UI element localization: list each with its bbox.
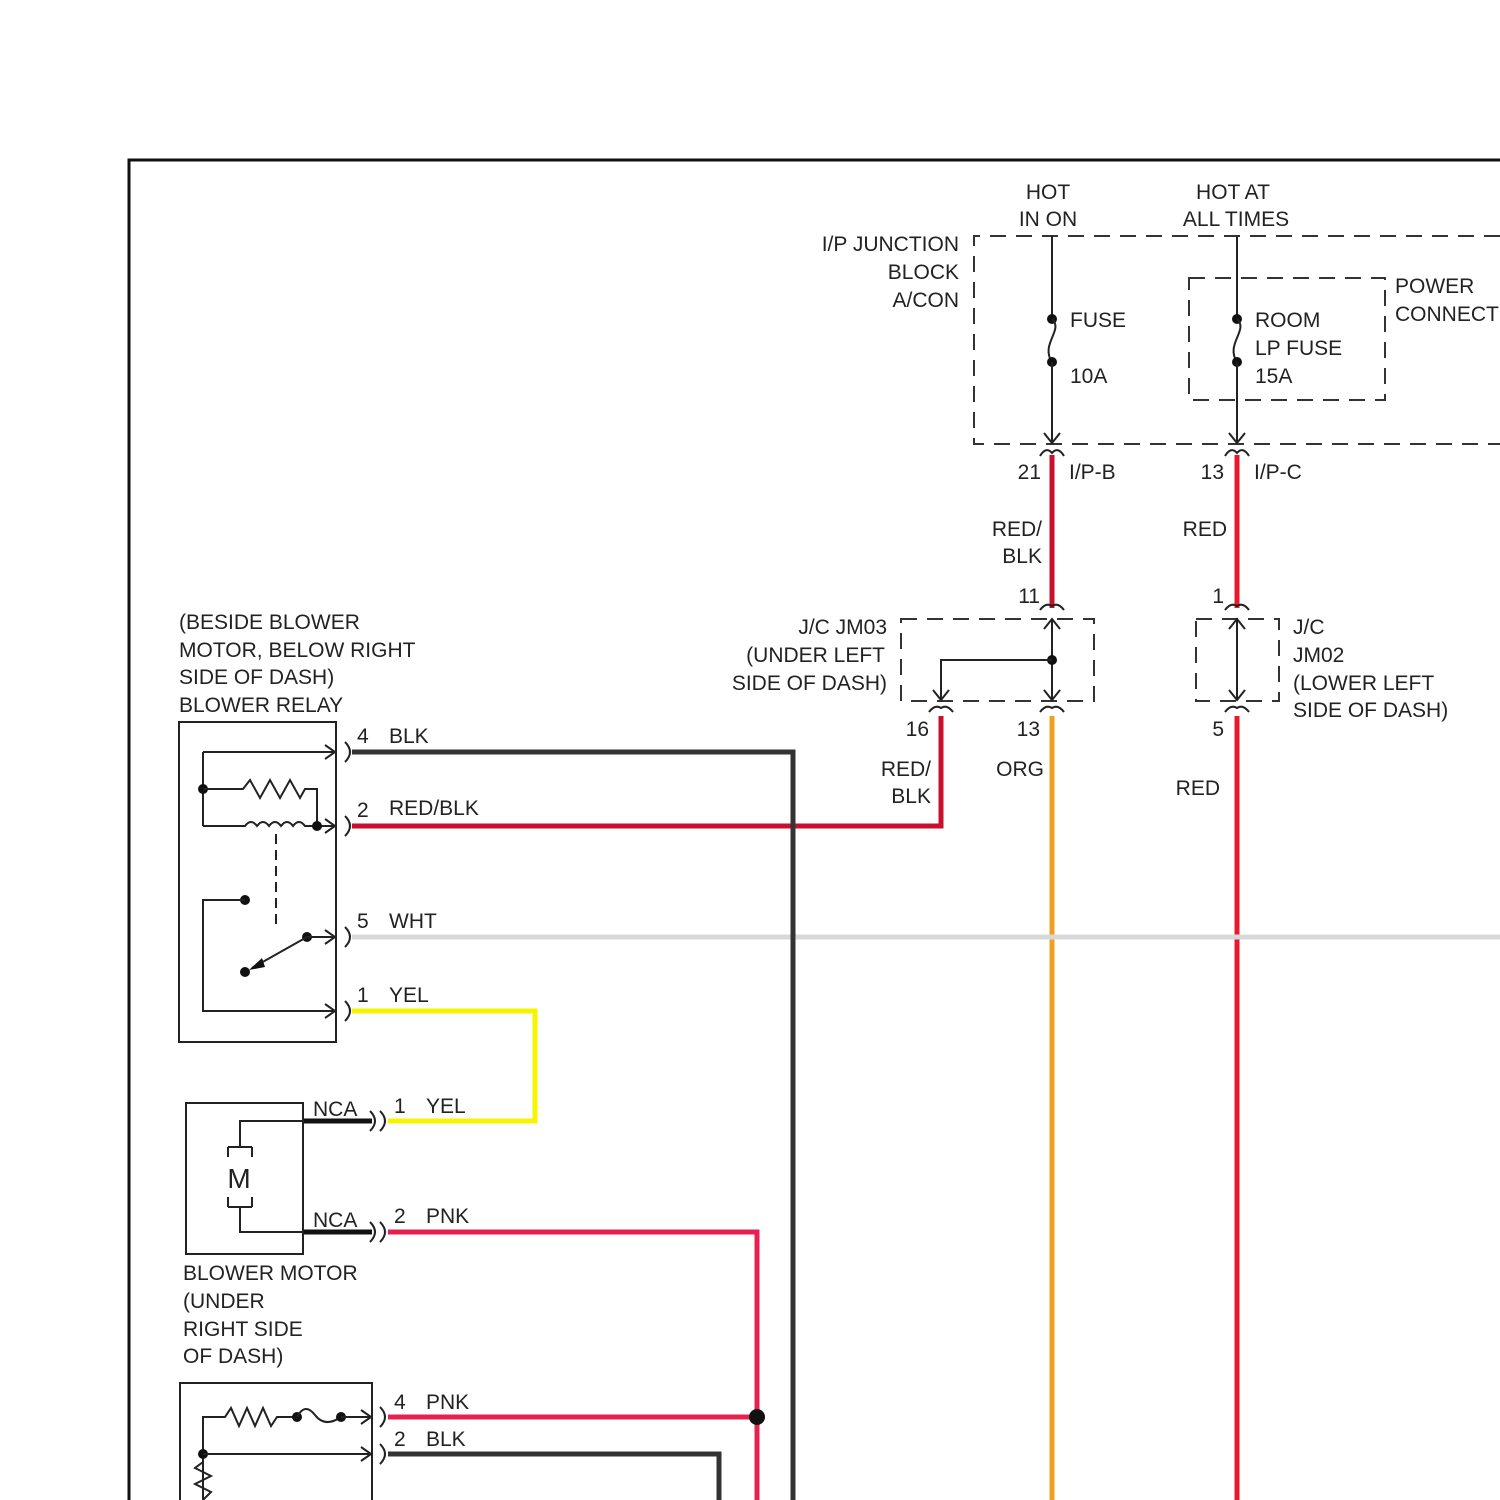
- blower-relay-label-1: (BESIDE BLOWER: [179, 611, 360, 634]
- power-connector-label-2: CONNECT: [1395, 303, 1499, 326]
- wire-label-red-blk-top-1: RED/: [992, 518, 1042, 541]
- resistor-block-box: [180, 1383, 372, 1500]
- resistor-pin-2: 2: [394, 1428, 406, 1451]
- wire-blk-relay: [352, 752, 793, 1500]
- hot-at-all-times-label-1: HOT AT: [1196, 181, 1270, 204]
- page-frame: [129, 160, 1500, 1500]
- wire-label-red-blk-left-1: RED/: [881, 758, 931, 781]
- wire-pnk-motor: [388, 1232, 757, 1500]
- wire-blk-resistor: [388, 1454, 719, 1500]
- ipb-pin: 21: [1018, 461, 1041, 484]
- jm02-pin-in: 1: [1212, 585, 1224, 608]
- jm03-pin-in: 11: [1018, 585, 1040, 608]
- blower-relay-label-2: MOTOR, BELOW RIGHT: [179, 639, 416, 662]
- jm03-pin-out-right: 13: [1017, 718, 1040, 741]
- ipc-name: I/P-C: [1254, 461, 1302, 484]
- blower-motor-label-3: RIGHT SIDE: [183, 1318, 303, 1341]
- motor-symbol-letter: M: [227, 1163, 250, 1194]
- jm02-label-3: (LOWER LEFT: [1293, 672, 1434, 695]
- ipb-name: I/P-B: [1069, 461, 1116, 484]
- wire-label-red-blk-left-2: BLK: [891, 785, 931, 808]
- jm02-label-2: JM02: [1293, 644, 1344, 667]
- motor-nca-1: NCA: [313, 1098, 357, 1121]
- resistor-connector-ends: [380, 1407, 385, 1464]
- relay-pin-4: 4: [357, 725, 369, 748]
- room-fuse-label-3: 15A: [1255, 365, 1292, 388]
- jm03-label-1: J/C JM03: [798, 616, 887, 639]
- jm03-label-3: SIDE OF DASH): [732, 672, 887, 695]
- jm02-pin-out: 5: [1212, 718, 1224, 741]
- blower-motor-label-4: OF DASH): [183, 1345, 283, 1368]
- room-fuse-label-1: ROOM: [1255, 309, 1320, 332]
- hot-in-on-label-1: HOT: [1026, 181, 1071, 204]
- resistor-block-internals: [195, 1408, 371, 1500]
- motor-nca-2: NCA: [313, 1209, 357, 1232]
- relay-coil-circuit: [198, 745, 335, 930]
- junction-block-label-2: BLOCK: [888, 261, 959, 284]
- motor-pin-1-color: YEL: [426, 1095, 466, 1118]
- jm03-internals: [929, 605, 1064, 712]
- resistor-pin-4-color: PNK: [426, 1391, 469, 1414]
- wires: [303, 455, 1500, 1500]
- power-connector-label-1: POWER: [1395, 275, 1474, 298]
- junction-block-label-3: A/CON: [892, 289, 959, 312]
- jm03-label-2: (UNDER LEFT: [746, 644, 885, 667]
- wire-label-org: ORG: [996, 758, 1044, 781]
- blower-relay-label-4: BLOWER RELAY: [179, 694, 343, 717]
- jm02-internals: [1225, 605, 1249, 712]
- fuse-label: FUSE: [1070, 309, 1126, 332]
- relay-pin-1-color: YEL: [389, 984, 429, 1007]
- relay-pin-2-color: RED/BLK: [389, 797, 479, 820]
- wire-label-red-blk-top-2: BLK: [1002, 545, 1042, 568]
- hot-in-on-label-2: IN ON: [1019, 208, 1077, 231]
- relay-pin-4-color: BLK: [389, 725, 429, 748]
- room-fuse-label-2: LP FUSE: [1255, 337, 1342, 360]
- fuse-10a: [1040, 236, 1064, 456]
- relay-pin-5-color: WHT: [389, 910, 437, 933]
- resistor-pin-2-color: BLK: [426, 1428, 466, 1451]
- blower-motor-label-1: BLOWER MOTOR: [183, 1262, 358, 1285]
- wire-label-red-top: RED: [1183, 518, 1227, 541]
- resistor-pin-4: 4: [394, 1391, 406, 1414]
- motor-pin-1: 1: [394, 1095, 406, 1118]
- fuse-rating: 10A: [1070, 365, 1107, 388]
- fuse-15a: [1225, 236, 1249, 456]
- ipc-pin: 13: [1201, 461, 1224, 484]
- jm02-label-4: SIDE OF DASH): [1293, 699, 1448, 722]
- motor-pin-2: 2: [394, 1205, 406, 1228]
- wire-label-red-right: RED: [1176, 777, 1220, 800]
- motor-pin-2-color: PNK: [426, 1205, 469, 1228]
- relay-switch: [203, 895, 335, 1018]
- splice-dot: [749, 1409, 765, 1425]
- blower-relay-label-3: SIDE OF DASH): [179, 666, 334, 689]
- relay-pin-5: 5: [357, 910, 369, 933]
- relay-connector-ends: [345, 742, 350, 1021]
- blower-motor-label-2: (UNDER: [183, 1290, 265, 1313]
- relay-pin-1: 1: [357, 984, 369, 1007]
- relay-pin-2: 2: [357, 799, 369, 822]
- hot-at-all-times-label-2: ALL TIMES: [1183, 208, 1289, 231]
- motor-connector-ends: [370, 1111, 385, 1242]
- junction-block-label-1: I/P JUNCTION: [822, 233, 959, 256]
- jm02-label-1: J/C: [1293, 616, 1325, 639]
- jm03-pin-out-left: 16: [906, 718, 929, 741]
